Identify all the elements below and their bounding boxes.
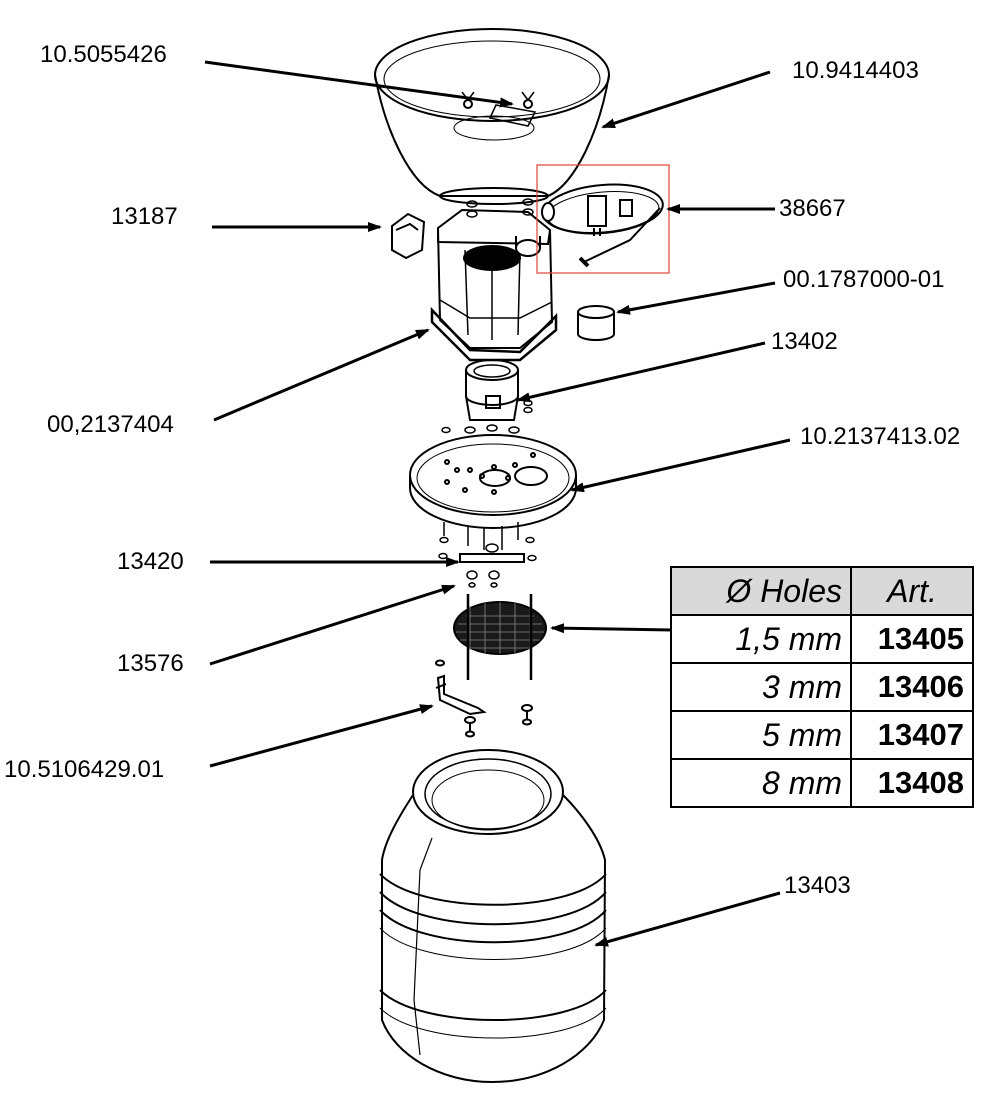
screen-holes-table: Ø Holes Art. 1,5 mm 13405 3 mm 13406 5 m… — [670, 566, 974, 808]
leader-00-1787000-01 — [616, 281, 776, 315]
motor-housing — [430, 208, 558, 362]
hopper-screws — [466, 198, 534, 218]
table-row: 5 mm 13407 — [670, 710, 974, 760]
label-part-10-5055426: 10.5055426 — [40, 41, 167, 68]
leader-10-2137413-02 — [570, 438, 791, 493]
label-part-10-5106429-01: 10.5106429.01 — [4, 756, 165, 783]
label-part-13187: 13187 — [111, 203, 178, 230]
hole-size: 3 mm — [670, 662, 852, 712]
leader-00-2137404 — [213, 328, 430, 422]
label-part-10-9414403: 10.9414403 — [792, 57, 919, 84]
hole-size: 8 mm — [670, 758, 852, 808]
article-number: 13408 — [850, 758, 974, 808]
label-part-10-2137413-02: 10.2137413.02 — [800, 423, 961, 450]
cable-set — [541, 183, 664, 268]
base-plate — [409, 434, 577, 529]
label-part-13576: 13576 — [117, 650, 184, 677]
hopper-bowl — [374, 28, 610, 205]
leader-13576 — [209, 584, 456, 666]
leader-arrows — [204, 60, 791, 947]
label-part-00-1787000-01: 00.1787000-01 — [783, 266, 945, 293]
label-part-38667: 38667 — [779, 195, 846, 222]
grinding-screen — [453, 594, 547, 680]
table-row: 3 mm 13406 — [670, 662, 974, 712]
article-number: 13406 — [850, 662, 974, 712]
article-number: 13407 — [850, 710, 974, 760]
cable-set-highlight-box — [536, 164, 670, 274]
label-part-13420: 13420 — [117, 548, 184, 575]
table-row: 1,5 mm 13405 — [670, 614, 974, 664]
leader-10-9414403 — [601, 70, 771, 129]
leader-10-5106429-01 — [209, 704, 434, 768]
leader-screen-table — [550, 623, 673, 634]
leader-10-5055426 — [204, 60, 514, 108]
motor-coupling — [465, 359, 519, 421]
table-header-row: Ø Holes Art. — [670, 566, 974, 616]
sleeve-part — [577, 305, 615, 341]
holder-bracket — [435, 659, 533, 738]
label-part-13403: 13403 — [784, 872, 851, 899]
table-row: 8 mm 13408 — [670, 758, 974, 808]
leader-13403 — [594, 891, 781, 947]
container-barrel — [379, 749, 607, 1084]
hole-size: 1,5 mm — [670, 614, 852, 664]
article-number: 13405 — [850, 614, 974, 664]
header-holes: Ø Holes — [670, 566, 852, 616]
label-part-00-2137404: 00,2137404 — [47, 411, 174, 438]
plate-screws — [438, 522, 537, 588]
hole-size: 5 mm — [670, 710, 852, 760]
switch-part — [391, 212, 426, 260]
leader-13402 — [516, 341, 766, 403]
label-part-13402: 13402 — [771, 328, 838, 355]
header-art: Art. — [850, 566, 974, 616]
